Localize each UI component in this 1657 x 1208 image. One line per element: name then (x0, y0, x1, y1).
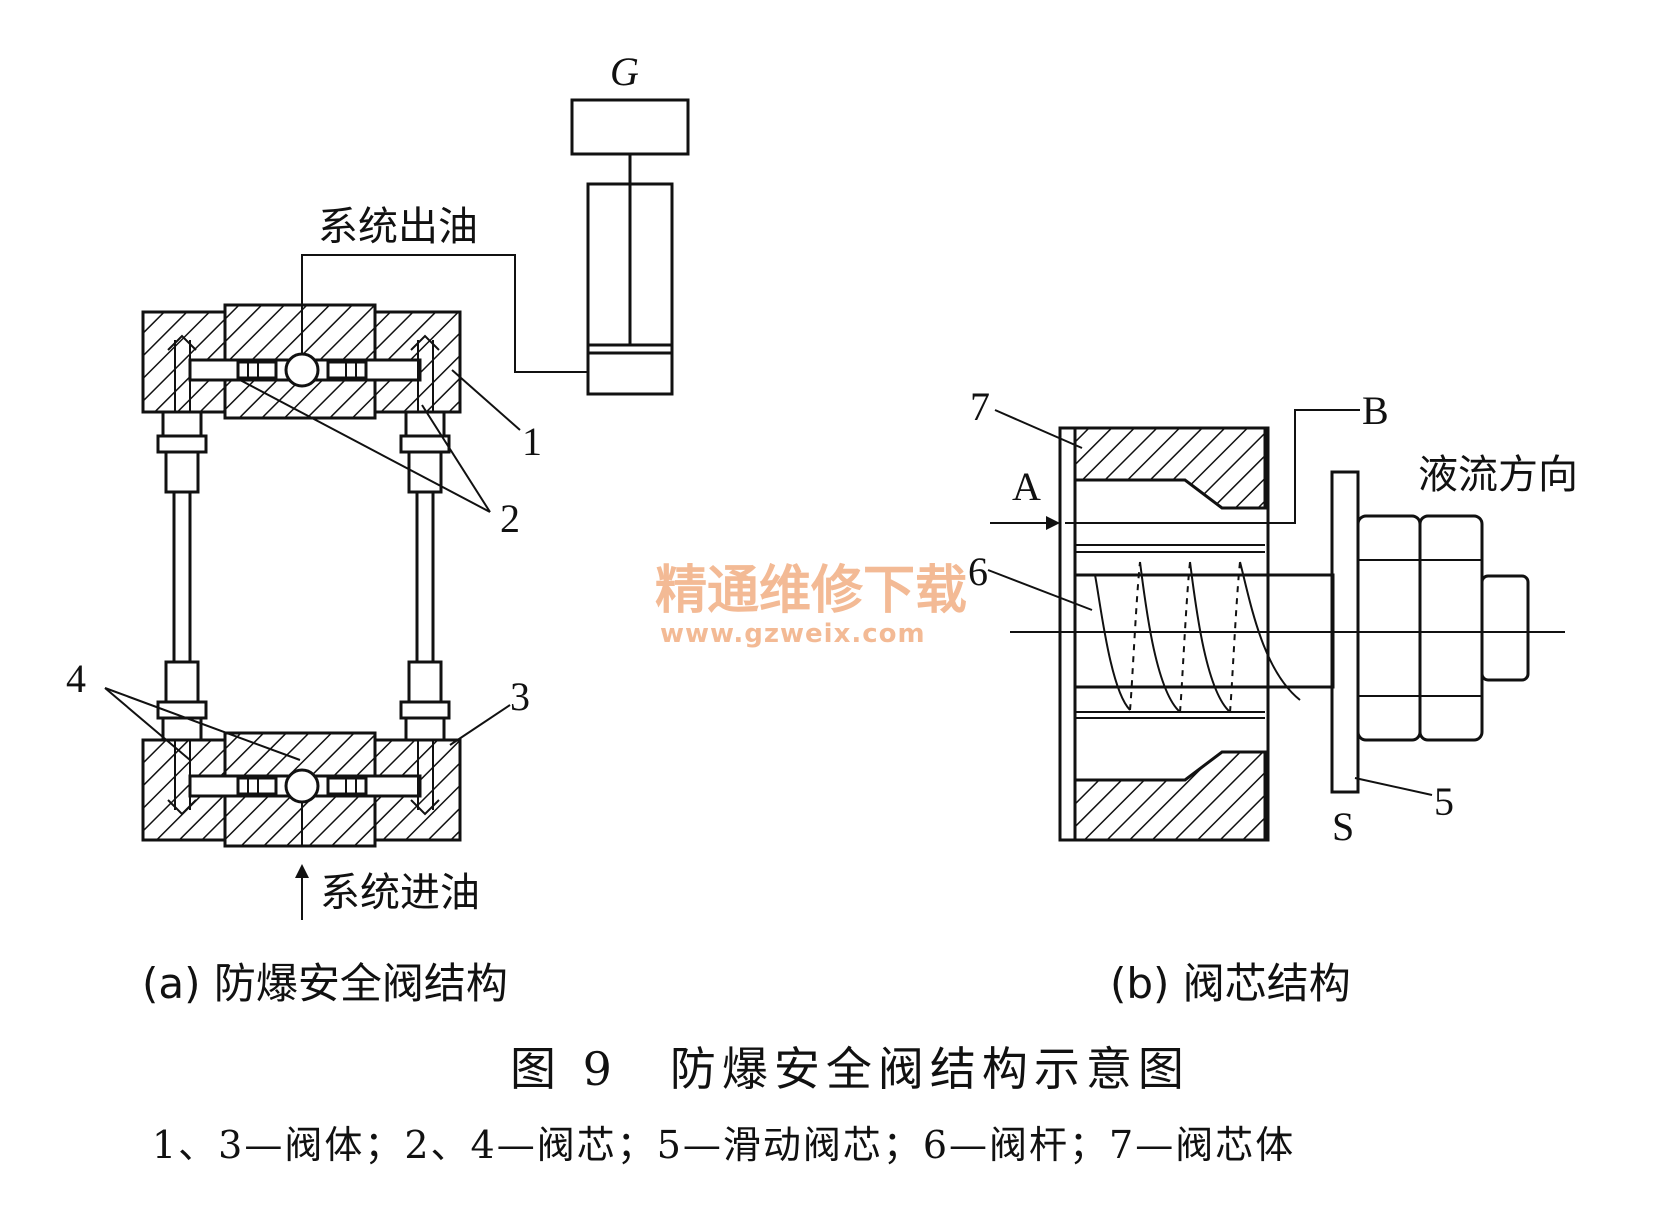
figure-legend: 1、3—阀体；2、4—阀芯；5—滑动阀芯；6—阀杆；7—阀芯体 (152, 1123, 1295, 1167)
label-1: 1 (522, 419, 542, 464)
figure-title: 图 9 防爆安全阀结构示意图 (510, 1042, 1190, 1096)
label-b: B (1362, 388, 1389, 433)
label-flow-direction: 液流方向 (1418, 452, 1578, 498)
core-body-upper-hatch (1073, 426, 1267, 510)
label-3: 3 (510, 674, 530, 719)
stem-end (1480, 574, 1530, 682)
nut-1 (1356, 514, 1422, 742)
watermark-name: 精通维修下载 (655, 561, 967, 621)
outlet-line (301, 254, 588, 373)
subcaption-a: (a) 防爆安全阀结构 (142, 959, 508, 1008)
label-a: A (1012, 464, 1041, 509)
bottom-valve-ball (284, 768, 320, 804)
panel-b: 7 A B 6 液流方向 5 S (968, 384, 1578, 849)
label-5: 5 (1434, 779, 1454, 824)
nut-2 (1418, 514, 1484, 742)
label-system-inlet: 系统进油 (320, 870, 480, 916)
top-valve-ball (284, 352, 320, 388)
watermark-url: www.gzweix.com (660, 619, 926, 649)
weight-g-block (570, 98, 690, 156)
label-7: 7 (970, 384, 990, 429)
core-body-lower-hatch (1073, 750, 1267, 842)
label-g: G (610, 49, 639, 94)
panel-a: G 系统出油 1 2 4 3 系统进油 (66, 49, 690, 920)
label-s: S (1332, 804, 1354, 849)
leader-b (1065, 409, 1360, 524)
label-system-outlet: 系统出油 (318, 204, 478, 250)
spring-coils (1094, 561, 1301, 713)
label-4: 4 (66, 656, 86, 701)
label-2: 2 (500, 496, 520, 541)
watermark: 精通维修下载 www.gzweix.com (655, 561, 967, 649)
subcaption-b: (b) 阀芯结构 (1110, 959, 1351, 1008)
label-6: 6 (968, 549, 988, 594)
